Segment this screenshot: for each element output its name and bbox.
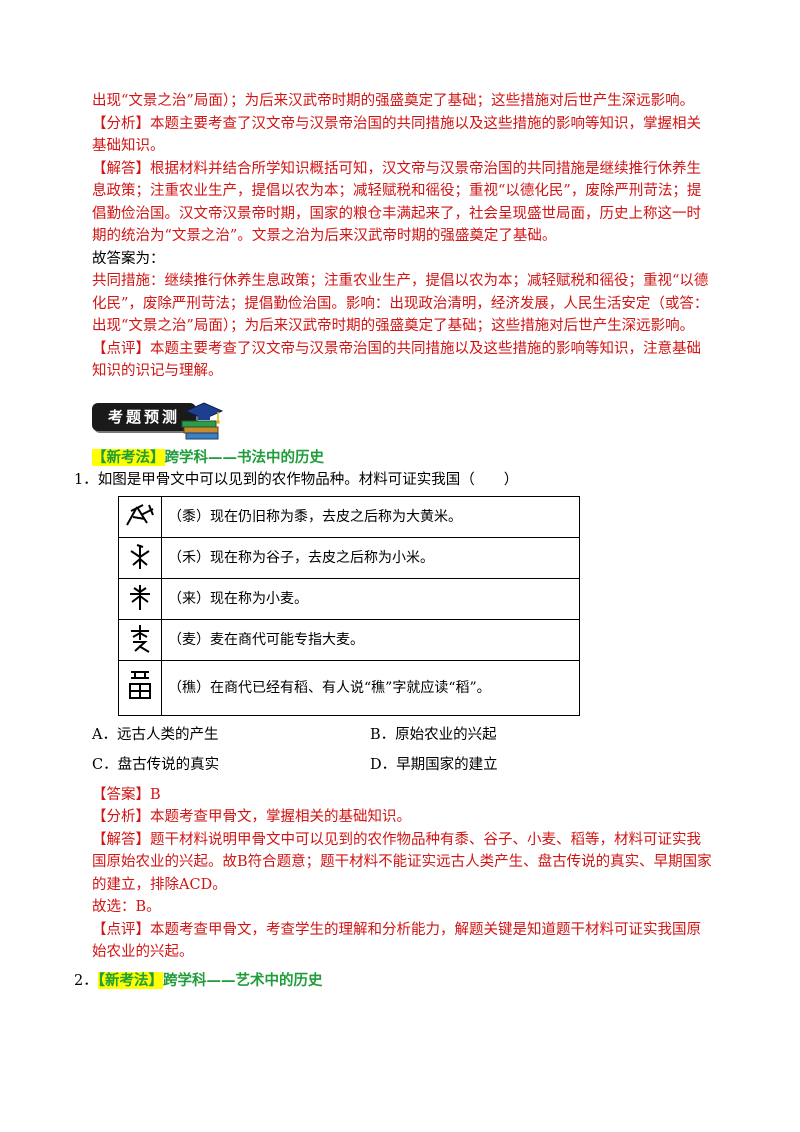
options-row-1: A．远古人类的产生 B．原始农业的兴起 — [92, 720, 712, 750]
row-text: （穛）在商代已经有稻、有人说“穛”字就应读“稻”。 — [161, 659, 580, 716]
q1-comment-tag: 【点评】 — [92, 921, 150, 938]
question1-stem: 1．如图是甲骨文中可以见到的农作物品种。材料可证实我国（ ） — [74, 472, 519, 488]
question2-tag: 【新考法】 — [97, 971, 163, 989]
comment-text: 本题主要考查了汉文帝与汉景帝治国的共同措施以及这些措施的影响等知识，注意基础知识… — [92, 340, 701, 380]
q1-solution-tag: 【解答】 — [92, 831, 150, 848]
q1-solution: 【解答】题干材料说明甲骨文中可以见到的农作物品种有黍、谷子、小麦、稻等，材料可证… — [92, 829, 712, 897]
answer-paragraph: 【解答】根据材料并结合所学知识概括可知，汉文帝与汉景帝治国的共同措施是继续推行休… — [92, 158, 712, 248]
section1-title: 跨学科——书法中的历史 — [164, 448, 325, 466]
oracle-glyph-shu-icon — [118, 495, 162, 538]
document-page: 出现“文景之治”局面）；为后来汉武帝时期的强盛奠定了基础；这些措施对后世产生深远… — [74, 90, 712, 992]
options-row-2: C．盘古传说的真实 D．早期国家的建立 — [92, 750, 712, 780]
oracle-glyph-he-icon — [118, 536, 162, 579]
question2-number: 2． — [74, 972, 98, 989]
continuation-line: 出现“文景之治”局面）；为后来汉武帝时期的强盛奠定了基础；这些措施对后世产生深远… — [92, 93, 695, 109]
so-answer-label: 故答案为： — [92, 250, 165, 267]
answer-text: 根据材料并结合所学知识概括可知，汉文帝与汉景帝治国的共同措施是继续推行休养生息政… — [92, 160, 702, 245]
answer-tag: 【解答】 — [92, 160, 150, 177]
books-graduation-cap-icon — [181, 401, 224, 439]
option-d[interactable]: D．早期国家的建立 — [370, 756, 498, 773]
oracle-glyph-zhuo-icon — [118, 659, 162, 716]
analysis-paragraph: 【分析】本题主要考查了汉文帝与汉景帝治国的共同措施以及这些措施的影响等知识，掌握… — [92, 113, 712, 158]
q1-solution-text: 题干材料说明甲骨文中可以见到的农作物品种有黍、谷子、小麦、稻等，材料可证实我国原… — [92, 831, 712, 893]
table-row: （穛）在商代已经有稻、有人说“穛”字就应读“稻”。 — [118, 659, 580, 716]
option-b[interactable]: B．原始农业的兴起 — [370, 726, 497, 743]
comment-tag: 【点评】 — [92, 340, 150, 357]
q1-analysis-text: 本题考查甲骨文，掌握相关的基础知识。 — [150, 809, 411, 825]
comment-paragraph: 【点评】本题主要考查了汉文帝与汉景帝治国的共同措施以及这些措施的影响等知识，注意… — [92, 338, 712, 383]
oracle-bone-table: （黍）现在仍旧称为黍，去皮之后称为大黄米。 （禾）现在称为谷子，去皮之后称为小米… — [118, 495, 580, 716]
row-text: （黍）现在仍旧称为黍，去皮之后称为大黄米。 — [161, 495, 580, 538]
table-row: （禾）现在称为谷子，去皮之后称为小米。 — [118, 536, 580, 579]
q1-answer: 【答案】B — [92, 786, 161, 803]
option-c[interactable]: C．盘古传说的真实 — [92, 756, 220, 773]
q1-comment: 【点评】本题考查甲骨文，考查学生的理解和分析能力，解题关键是知道题干材料可证实我… — [92, 919, 712, 964]
oracle-glyph-lai-icon — [118, 577, 162, 620]
q1-comment-text: 本题考查甲骨文，考查学生的理解和分析能力，解题关键是知道题干材料可证实我国原始农… — [92, 921, 701, 961]
q1-choice: 故选：B。 — [92, 899, 161, 915]
banner-label: 考题预测 — [92, 402, 196, 431]
q1-analysis-tag: 【分析】 — [92, 809, 150, 825]
section1-heading: 【新考法】跨学科——书法中的历史 — [92, 447, 712, 470]
oracle-glyph-mai-icon — [118, 618, 162, 661]
row-text: （来）现在称为小麦。 — [161, 577, 580, 620]
final-answer-paragraph: 共同措施：继续推行休养生息政策；注重农业生产，提倡以农为本；减轻赋税和徭役；重视… — [92, 273, 709, 334]
q1-analysis: 【分析】本题考查甲骨文，掌握相关的基础知识。 — [92, 806, 712, 829]
table-row: （来）现在称为小麦。 — [118, 577, 580, 620]
row-text: （禾）现在称为谷子，去皮之后称为小米。 — [161, 536, 580, 579]
exam-prediction-banner: 考题预测 — [92, 397, 712, 445]
question2-heading: 2．【新考法】跨学科——艺术中的历史 — [74, 970, 712, 993]
option-a[interactable]: A．远古人类的产生 — [92, 726, 219, 743]
question2-title: 跨学科——艺术中的历史 — [162, 971, 323, 989]
table-row: （黍）现在仍旧称为黍，去皮之后称为大黄米。 — [118, 495, 580, 538]
analysis-text: 本题主要考查了汉文帝与汉景帝治国的共同措施以及这些措施的影响等知识，掌握相关基础… — [92, 115, 701, 155]
table-row: （麦）麦在商代可能专指大麦。 — [118, 618, 580, 661]
analysis-tag: 【分析】 — [92, 115, 150, 132]
section1-tag: 【新考法】 — [92, 448, 165, 466]
row-text: （麦）麦在商代可能专指大麦。 — [161, 618, 580, 661]
